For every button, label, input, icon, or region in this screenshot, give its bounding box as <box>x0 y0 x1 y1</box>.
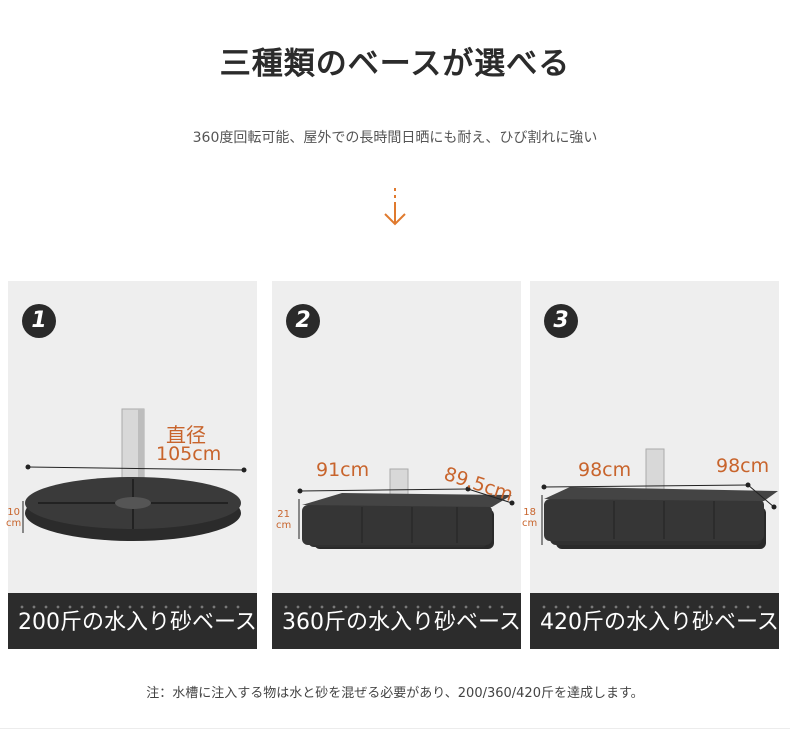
base-option-card-1[interactable]: 1 直径 105cm 10 cm 200斤の水入り砂ベース <box>6 281 257 649</box>
divider <box>0 728 790 729</box>
width-value: 91cm <box>316 459 370 481</box>
height-value: 10 <box>7 507 20 518</box>
height-unit: cm <box>276 520 292 531</box>
page-title: 三種類のベースが選べる <box>219 46 571 82</box>
depth-value: 98cm <box>716 455 770 477</box>
page-subtitle: 360度回転可能、屋外での長時間日晒にも耐え、ひび割れに強い <box>192 130 598 146</box>
height-unit: cm <box>6 518 22 529</box>
height-value: 18 <box>523 507 536 518</box>
height-unit: cm <box>522 518 538 529</box>
diameter-label: 直径 <box>166 423 206 447</box>
base-caption: 200斤の水入り砂ベース <box>8 593 257 649</box>
width-value: 98cm <box>578 459 632 481</box>
footnote: 注：水槽に注入する物は水と砂を混ぜる必要があり、200/360/420斤を達成し… <box>146 686 644 701</box>
caption-text: 420斤の水入り砂ベース <box>540 610 779 635</box>
option-number-badge: 3 <box>544 304 578 338</box>
diameter-value: 105cm <box>156 443 222 465</box>
square-base-image <box>297 468 515 549</box>
base-caption: 360斤の水入り砂ベース <box>272 593 521 649</box>
option-number-badge: 2 <box>286 304 320 338</box>
round-base-image <box>22 408 247 541</box>
base-caption: 420斤の水入り砂ベース <box>530 593 779 649</box>
base-option-card-2[interactable]: 2 91cm 89.5cm 21 cm 360斤の水入り砂ベース <box>272 281 521 649</box>
height-value: 21 <box>277 509 290 520</box>
caption-text: 360斤の水入り砂ベース <box>282 610 521 635</box>
caption-text: 200斤の水入り砂ベース <box>18 610 257 635</box>
square-base-image <box>541 448 778 549</box>
option-number-badge: 1 <box>22 304 56 338</box>
base-option-card-3[interactable]: 3 98cm 98cm 18 cm 420斤の水入り砂ベース <box>522 281 779 649</box>
down-arrow-icon <box>384 188 406 226</box>
